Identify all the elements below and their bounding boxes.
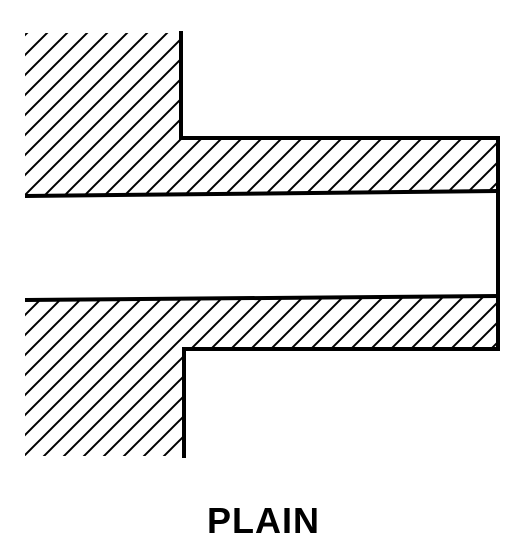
- upper-wall-section: [25, 33, 498, 196]
- lower-step-outline: [182, 296, 500, 458]
- figure-caption: PLAIN: [207, 500, 320, 541]
- upper-step-outline: [179, 31, 500, 191]
- lower-wall-section: [25, 296, 498, 456]
- lower-bore-line: [24, 294, 499, 302]
- upper-bore-line: [24, 189, 499, 198]
